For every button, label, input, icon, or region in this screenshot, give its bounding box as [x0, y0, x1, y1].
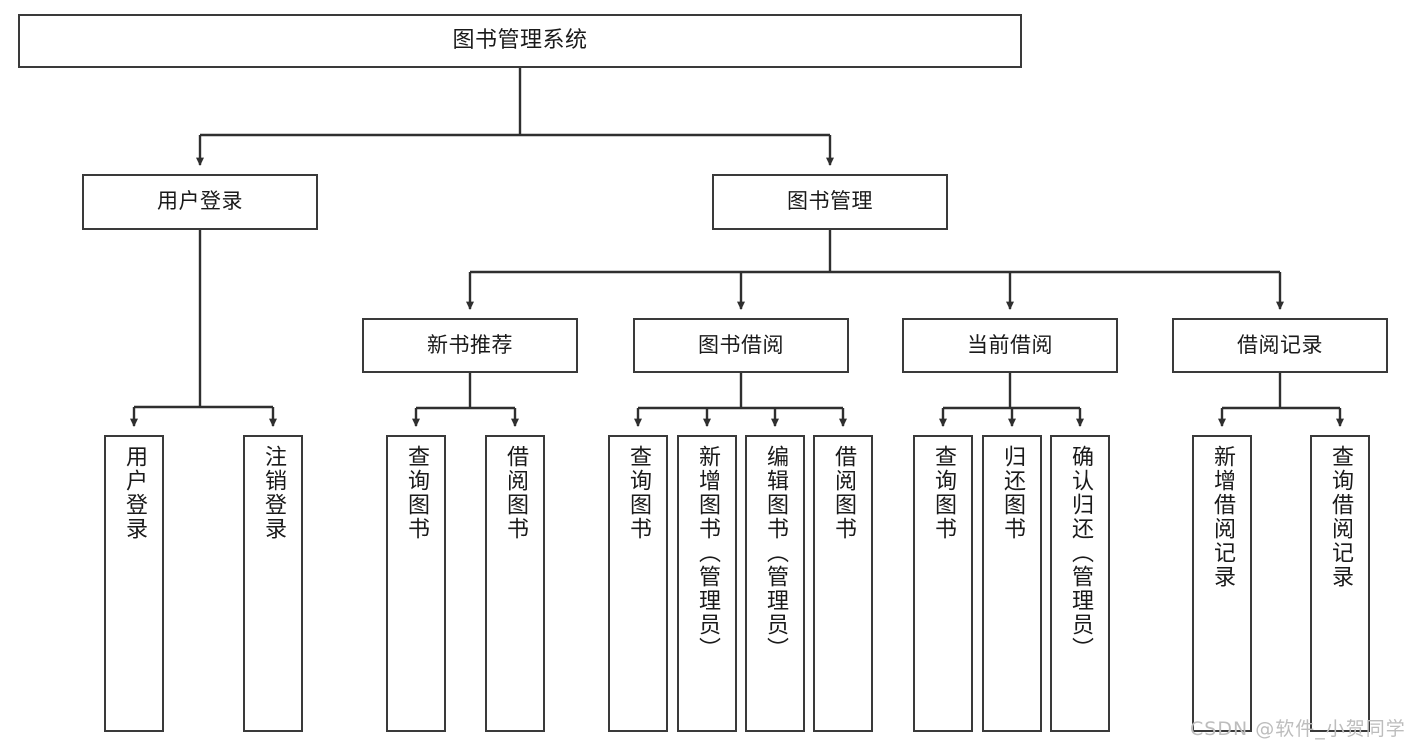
node-label: 确认归还（管理员）: [1068, 445, 1093, 661]
node-current-borrow[interactable]: 当前借阅: [902, 318, 1118, 373]
csdn-watermark: CSDN @软件_小贺同学: [1190, 718, 1405, 740]
node-leaf-edit-book[interactable]: 编辑图书（管理员）: [745, 435, 805, 732]
node-label: 查询图书: [404, 445, 429, 541]
node-label: 新增借阅记录: [1210, 445, 1235, 589]
node-label: 归还图书: [1000, 445, 1025, 541]
node-leaf-query-book-rec[interactable]: 查询图书: [386, 435, 446, 732]
node-label: 借阅图书: [831, 445, 856, 541]
node-label: 新书推荐: [427, 332, 513, 357]
node-book-borrow[interactable]: 图书借阅: [633, 318, 849, 373]
node-root[interactable]: 图书管理系统: [18, 14, 1022, 68]
node-label: 用户登录: [157, 189, 243, 214]
node-label: 查询借阅记录: [1328, 445, 1353, 589]
node-label: 查询图书: [626, 445, 651, 541]
node-label: 借阅图书: [503, 445, 528, 541]
node-leaf-query-book-cur[interactable]: 查询图书: [913, 435, 973, 732]
node-label: 图书管理系统: [452, 27, 588, 53]
node-label: 图书借阅: [698, 332, 784, 357]
node-borrow-records[interactable]: 借阅记录: [1172, 318, 1388, 373]
node-label: 编辑图书（管理员）: [763, 445, 788, 661]
node-label: 注销登录: [261, 445, 286, 541]
node-leaf-user-login[interactable]: 用户登录: [104, 435, 164, 732]
node-label: 用户登录: [122, 445, 147, 541]
node-leaf-borrow-book-rec[interactable]: 借阅图书: [485, 435, 545, 732]
node-leaf-query-record[interactable]: 查询借阅记录: [1310, 435, 1370, 732]
node-leaf-return-book[interactable]: 归还图书: [982, 435, 1042, 732]
node-label: 当前借阅: [967, 332, 1053, 357]
node-book-management[interactable]: 图书管理: [712, 174, 948, 230]
node-leaf-add-record[interactable]: 新增借阅记录: [1192, 435, 1252, 732]
node-label: 借阅记录: [1237, 332, 1323, 357]
node-label: 新增图书（管理员）: [695, 445, 720, 661]
node-leaf-borrow-book[interactable]: 借阅图书: [813, 435, 873, 732]
node-label: 图书管理: [787, 189, 873, 214]
node-new-book-recommend[interactable]: 新书推荐: [362, 318, 578, 373]
node-user-login[interactable]: 用户登录: [82, 174, 318, 230]
node-label: 查询图书: [931, 445, 956, 541]
node-leaf-add-book[interactable]: 新增图书（管理员）: [677, 435, 737, 732]
node-leaf-logout[interactable]: 注销登录: [243, 435, 303, 732]
node-leaf-query-book-borrow[interactable]: 查询图书: [608, 435, 668, 732]
node-leaf-confirm-return[interactable]: 确认归还（管理员）: [1050, 435, 1110, 732]
